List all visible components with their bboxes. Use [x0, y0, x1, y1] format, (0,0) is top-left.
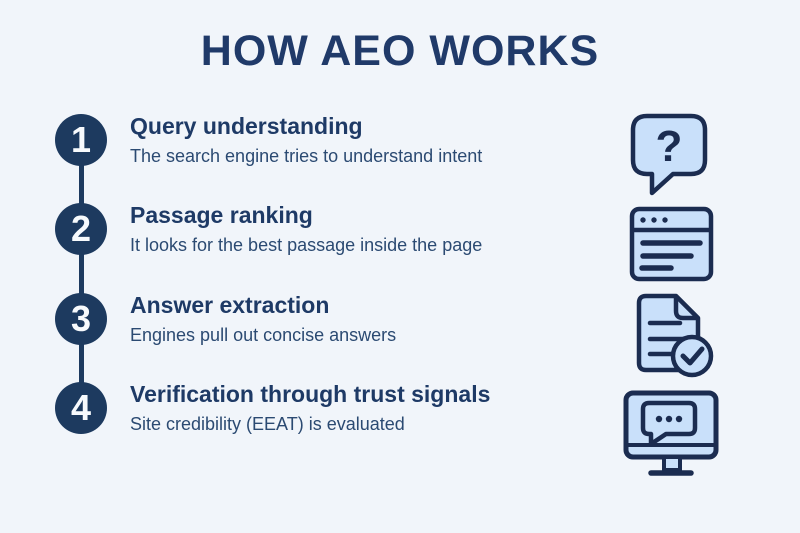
- monitor-chat-icon: [623, 390, 719, 476]
- step-3: Answer extraction Engines pull out conci…: [130, 291, 600, 346]
- step-2-number: 2: [70, 208, 92, 249]
- browser-window-icon: [629, 206, 714, 282]
- step-1: Query understanding The search engine tr…: [130, 112, 600, 167]
- step-2-number-badge: 2: [55, 203, 107, 255]
- question-bubble-icon: ?: [630, 113, 708, 196]
- step-4-description: Site credibility (EEAT) is evaluated: [130, 414, 405, 434]
- step-1-number: 1: [70, 119, 92, 160]
- step-1-number-badge: 1: [55, 114, 107, 166]
- question-mark-glyph: ?: [656, 122, 683, 171]
- step-2-description: It looks for the best passage inside the…: [130, 235, 483, 255]
- step-3-description: Engines pull out concise answers: [130, 325, 397, 345]
- step-4-number: 4: [70, 387, 92, 428]
- step-3-number-badge: 3: [55, 293, 107, 345]
- step-3-title: Answer extraction: [130, 292, 330, 318]
- page-title: HOW AEO WORKS: [200, 27, 600, 75]
- step-4-title: Verification through trust signals: [130, 381, 491, 407]
- step-4: Verification through trust signals Site …: [130, 380, 600, 435]
- step-2: Passage ranking It looks for the best pa…: [130, 201, 600, 256]
- step-1-title: Query understanding: [130, 113, 363, 139]
- step-2-title: Passage ranking: [130, 202, 313, 228]
- timeline-connector: [79, 140, 84, 408]
- step-4-number-badge: 4: [55, 382, 107, 434]
- step-3-number: 3: [70, 298, 92, 339]
- step-1-description: The search engine tries to understand in…: [130, 146, 483, 166]
- document-check-icon: [636, 293, 714, 378]
